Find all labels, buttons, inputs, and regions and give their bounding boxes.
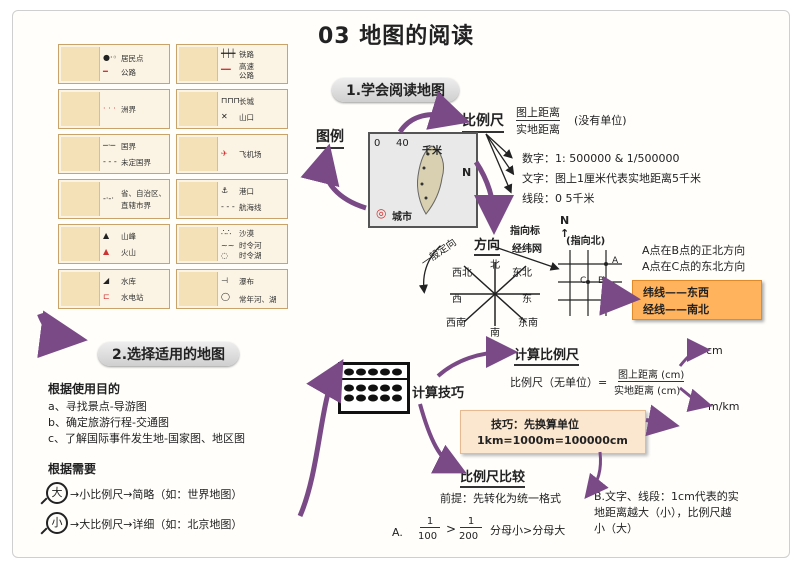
legend-cell-greatwall: ⊓⊓⊓✕ 长城 山口 [176, 89, 288, 129]
map-scale-unit: 千米 [422, 146, 442, 157]
calc-skill-label: 计算技巧 [412, 386, 465, 401]
north-arrow-label: 指向标 [510, 226, 540, 237]
legend-cell-settlement: ●·◦━ 居民点 公路 [58, 44, 170, 84]
scale-form-text: 文字：图上1厘米代表实地距离5千米 [522, 172, 701, 185]
legend-cell-waterfall: ⊣◯ 瀑布 常年河、湖 [176, 269, 288, 309]
compass-s: 南 [490, 328, 500, 339]
formula-den: 实地距离 (cm) [614, 386, 681, 397]
calc-scale-label: 计算比例尺 [514, 344, 580, 366]
compass-rose [450, 262, 540, 326]
scale-form-number: 数字：1: 500000 & 1/500000 [522, 152, 680, 165]
compass-se: 东南 [518, 318, 538, 329]
compass-ne: 东北 [512, 268, 532, 279]
compare-b-3: 小（大） [594, 522, 638, 535]
formula-left: 比例尺（无单位）= [510, 376, 608, 389]
purpose-c: c、了解国际事件发生地-国家图、地区图 [48, 432, 246, 445]
frac-b-num: 1 [460, 516, 482, 528]
map-city-label: 城市 [392, 212, 412, 223]
scale-label: 比例尺 [462, 110, 504, 133]
grid-point-a: A [612, 256, 619, 266]
north-arrow-icon: N↑ [560, 214, 570, 240]
frac-a-prefix: A. [392, 526, 403, 539]
map-north: N [462, 166, 472, 179]
section1-banner: 1.学会阅读地图 [332, 78, 460, 102]
compass-w: 西 [452, 294, 462, 305]
tip-line-2: 1km=1000m=100000cm [477, 434, 628, 447]
purpose-title: 根据使用目的 [48, 382, 121, 396]
scale-denominator: 实地距离 [516, 123, 560, 136]
compass-n: 北 [490, 260, 500, 271]
grid-point-b: B [598, 276, 605, 286]
map-scale-forty: 40 [396, 138, 409, 149]
legend-cell-railway: ┿┿┿━━ 铁路 高速 公路 [176, 44, 288, 84]
page-title: 03 地图的阅读 [318, 24, 475, 49]
compass-sw: 西南 [446, 318, 466, 329]
small-text: →大比例尺→详细（如：北京地图） [70, 518, 243, 531]
premise-text: 前提：先转化为统一格式 [440, 492, 561, 505]
legend-cell-port: ⚓- - - 港口 航海线 [176, 179, 288, 219]
compare-b-1: B.文字、线段：1cm代表的实 [594, 490, 739, 503]
formula-num: 图上距离 (cm) [618, 366, 685, 382]
tip-box: 技巧：先换算单位 1km=1000m=100000cm [460, 410, 646, 454]
scale-numerator: 图上距离 [516, 106, 560, 121]
frac-a-num: 1 [420, 516, 440, 528]
need-title: 根据需要 [48, 462, 97, 476]
scale-note: (没有单位) [574, 114, 627, 127]
legend-cell-continent: · · · 洲界 [58, 89, 170, 129]
north-arrow-note: (指向北) [566, 236, 606, 247]
compass-e: 东 [522, 294, 532, 305]
frac-b-den: 200 [459, 531, 479, 542]
grid-label: 经纬网 [512, 244, 542, 255]
frac-a-den: 100 [418, 531, 438, 542]
compare-label: 比例尺比较 [460, 466, 526, 488]
legend-cell-airport: ✈ 飞机场 [176, 134, 288, 174]
tip-line-1: 技巧：先换算单位 [491, 418, 579, 431]
legend-cell-peak: ▲▲ 山峰 火山 [58, 224, 170, 264]
legend-cell-border: ─·─- - - 国界 未定国界 [58, 134, 170, 174]
taiwan-island-shape [417, 145, 445, 215]
scale-form-line: 线段：0 5千米 [522, 192, 595, 205]
taiwan-map [368, 132, 478, 228]
direction-label: 方向 [474, 234, 501, 256]
map-scale-zero: 0 [374, 138, 381, 149]
magnifier-small-icon: 小 [46, 512, 68, 534]
long-text: 经线——南北 [643, 303, 709, 316]
grid-text-1: A点在B点的正北方向 [642, 244, 746, 257]
compass-nw: 西北 [452, 268, 472, 279]
frac-rule: 分母小>分母大 [490, 524, 566, 537]
big-text: →小比例尺→简略（如：世界地图） [70, 488, 243, 501]
legend-label: 图例 [316, 126, 344, 149]
lat-text: 纬线——东西 [643, 286, 709, 299]
grid-point-c: C [580, 276, 587, 286]
section2-banner: 2.选择适用的地图 [98, 342, 240, 366]
purpose-a: a、寻找景点-导游图 [48, 400, 147, 413]
legend-cell-province: -·-· 省、自治区、 直辖市界 [58, 179, 170, 219]
compare-b-2: 地距离越大（小），比例尺越 [594, 506, 732, 519]
abacus-icon [338, 362, 410, 414]
frac-gt: > [446, 522, 457, 536]
legend-cell-reservoir: ◢⊏ 水库 水电站 [58, 269, 170, 309]
magnifier-big-icon: 大 [46, 482, 68, 504]
legend-cell-desert: ∴∴~~◌ 沙漠 时令河 时令湖 [176, 224, 288, 264]
grid-text-2: A点在C点的东北方向 [642, 260, 746, 273]
unit-mkm: m/km [708, 400, 740, 413]
lat-long-box: 纬线——东西 经线——南北 [632, 280, 762, 320]
purpose-b: b、确定旅游行程-交通图 [48, 416, 169, 429]
city-icon: ◎ [376, 206, 387, 220]
unit-cm: cm [706, 344, 723, 357]
